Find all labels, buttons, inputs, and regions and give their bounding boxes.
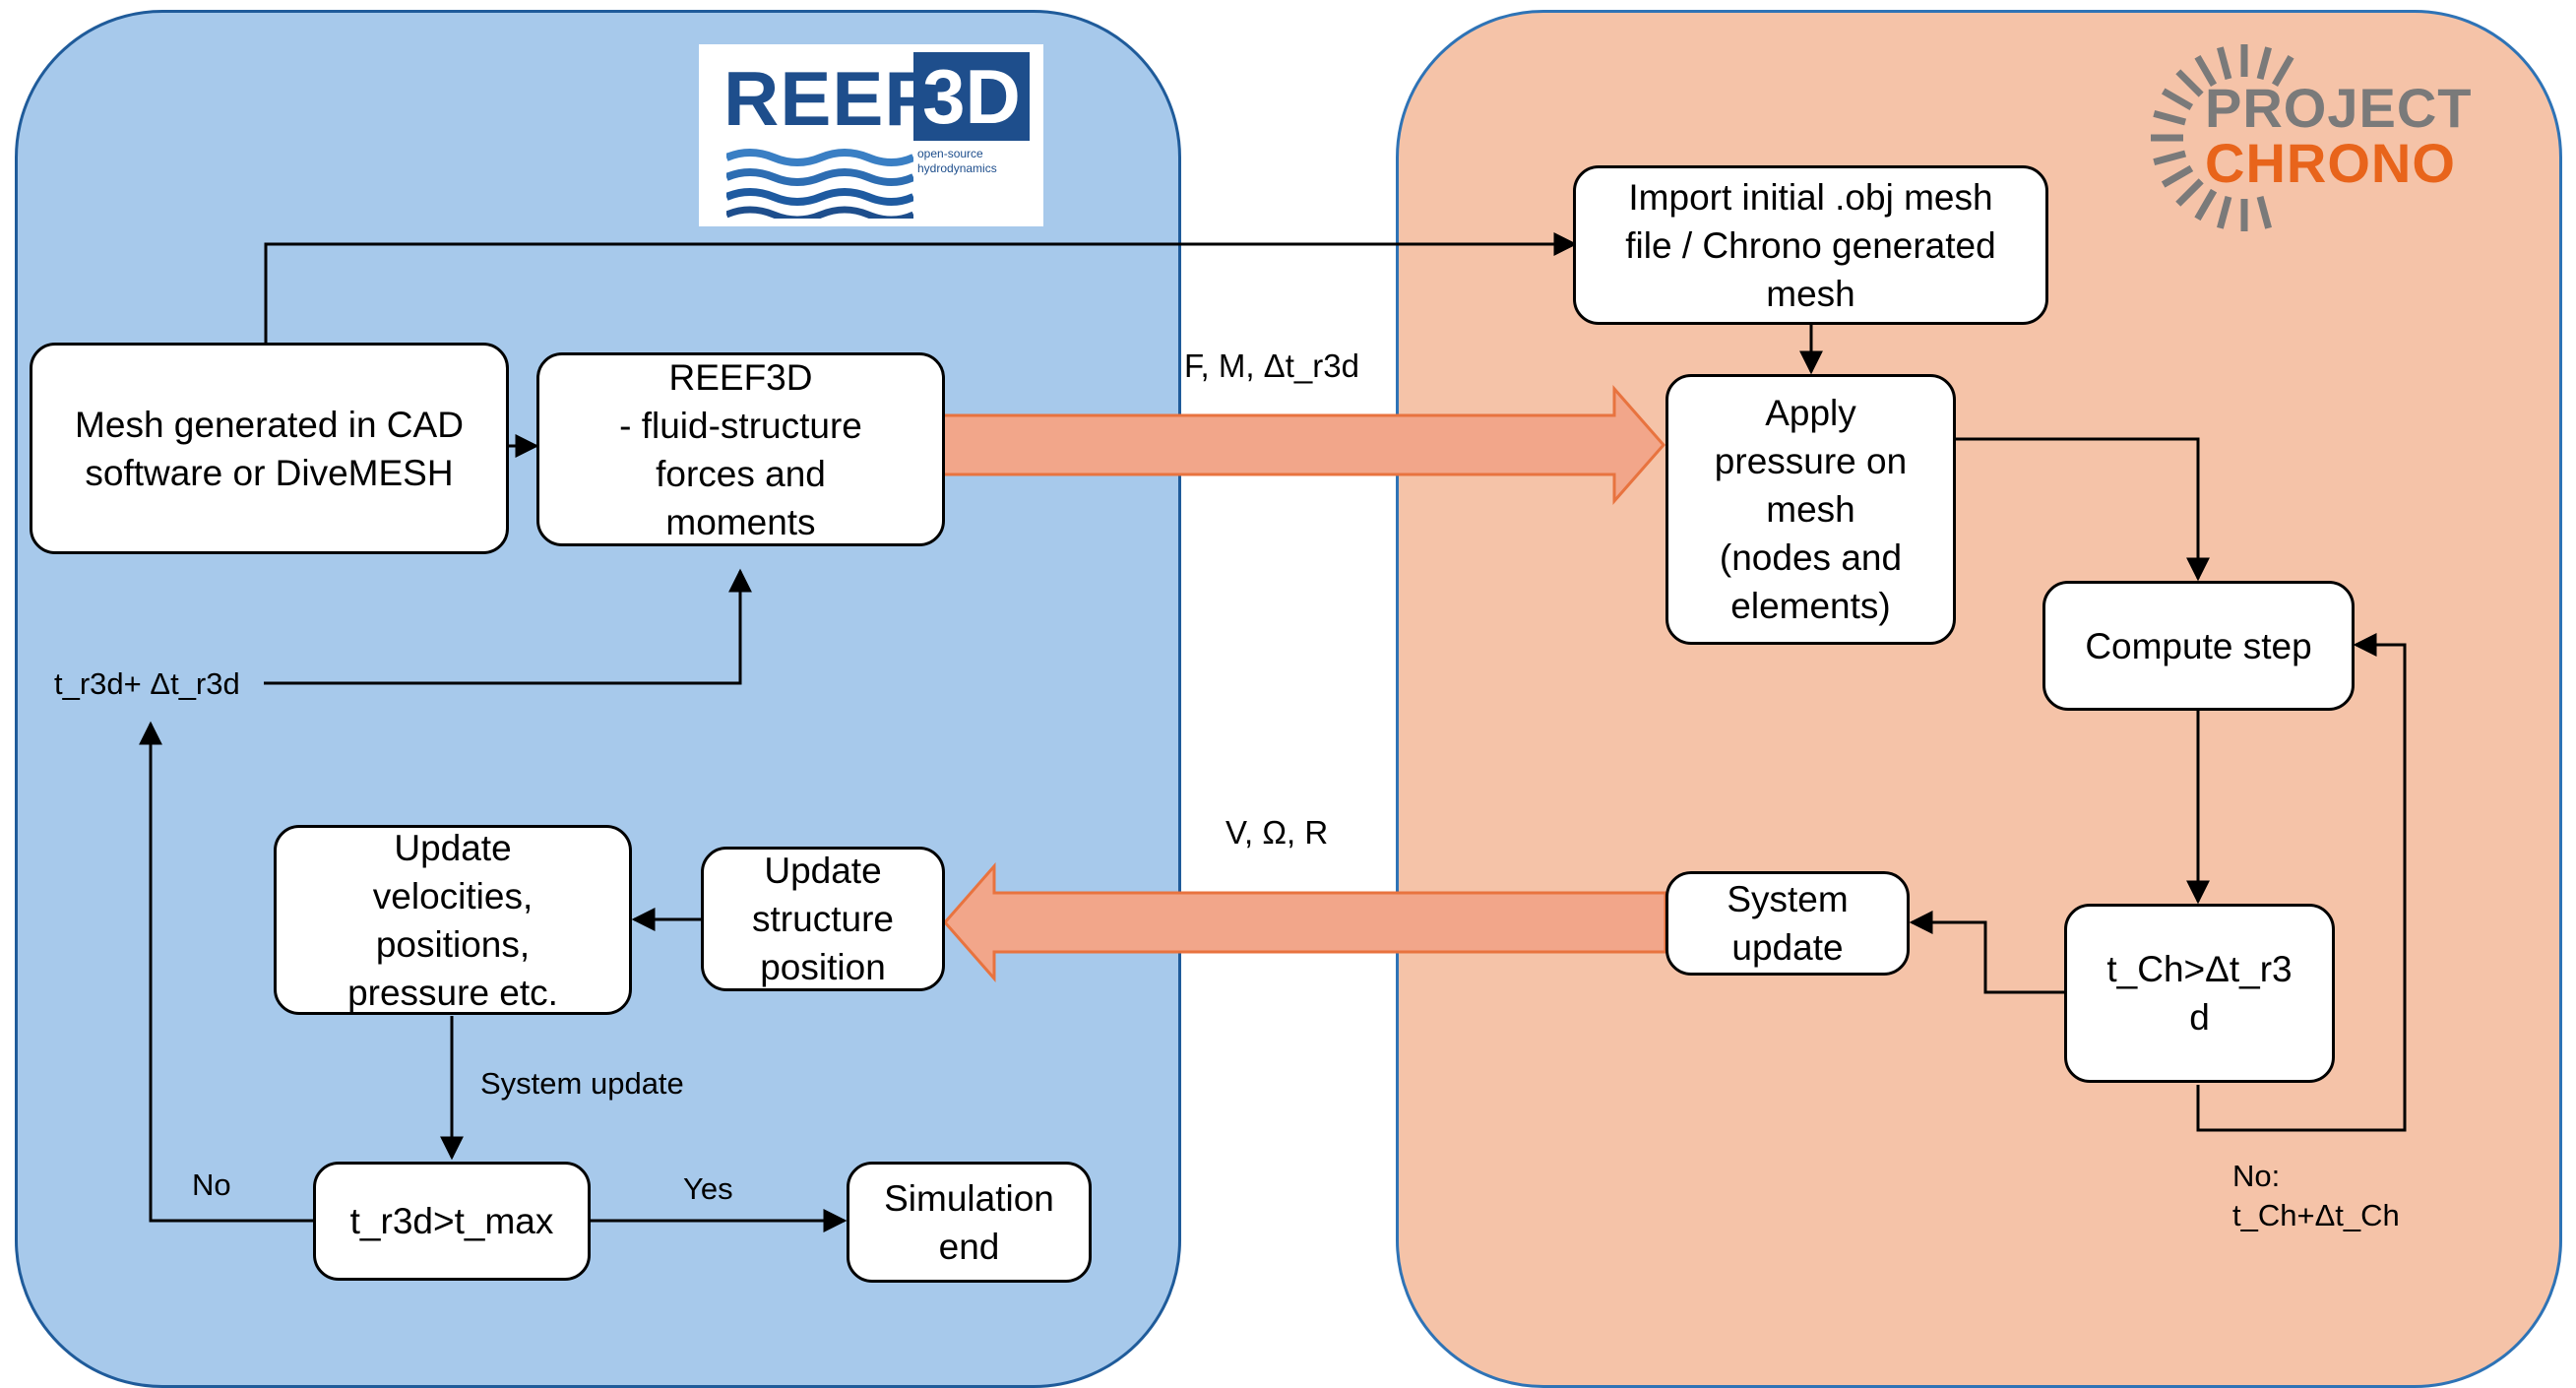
t-ch-check-box: t_Ch>Δt_r3 d	[2064, 904, 2335, 1083]
motion-transfer-arrow	[943, 862, 1667, 982]
reef3d-logo-tagline: open-source hydrodynamics	[917, 147, 997, 175]
mesh-generation-box: Mesh generated in CAD software or DiveME…	[30, 343, 509, 554]
update-velocities-box: Update velocities, positions, pressure e…	[274, 825, 632, 1015]
connector-check-loop	[2196, 633, 2407, 1132]
gear-icon	[2151, 44, 2294, 231]
reef3d-logo-3d: 3D	[913, 52, 1030, 141]
connector-check-no-loop	[139, 721, 313, 1223]
chrono-logo-chrono: CHRONO	[2205, 132, 2456, 194]
no-t-ch-label: No: t_Ch+Δt_Ch	[2232, 1159, 2400, 1232]
connector-check-to-system-update	[1909, 911, 2064, 994]
reef3d-logo: REEF 3D open-source hydrodynamics	[699, 44, 1043, 226]
compute-step-box: Compute step	[2042, 581, 2355, 711]
waves-icon	[726, 149, 913, 219]
apply-pressure-box: Apply pressure on mesh (nodes and elemen…	[1665, 374, 1956, 645]
forces-transfer-arrow	[941, 385, 1665, 505]
simulation-end-box: Simulation end	[847, 1162, 1092, 1283]
project-chrono-logo: PROJECT CHRONO	[2146, 37, 2481, 239]
yes-label: Yes	[683, 1171, 733, 1206]
system-update-label: System update	[480, 1066, 684, 1101]
time-increment-label: t_r3d+ Δt_r3d	[54, 666, 240, 701]
connector-increment-to-reef3d	[264, 568, 752, 685]
t-r3d-check-box: t_r3d>t_max	[313, 1162, 591, 1281]
system-update-box: System update	[1665, 871, 1910, 976]
reef3d-panel	[15, 10, 1181, 1388]
chrono-logo-project: PROJECT	[2205, 77, 2473, 139]
forces-label: F, M, Δt_r3d	[1184, 347, 1359, 384]
motion-label: V, Ω, R	[1225, 814, 1329, 851]
connector-mesh-to-import	[264, 232, 1578, 343]
no-label: No	[192, 1167, 231, 1202]
reef3d-logo-word: REEF	[723, 55, 933, 142]
update-structure-box: Update structure position	[701, 847, 945, 991]
reef3d-forces-box: REEF3D - fluid-structure forces and mome…	[536, 352, 945, 546]
connector-apply-to-compute	[1954, 437, 2210, 582]
import-mesh-box: Import initial .obj mesh file / Chrono g…	[1573, 165, 2048, 325]
